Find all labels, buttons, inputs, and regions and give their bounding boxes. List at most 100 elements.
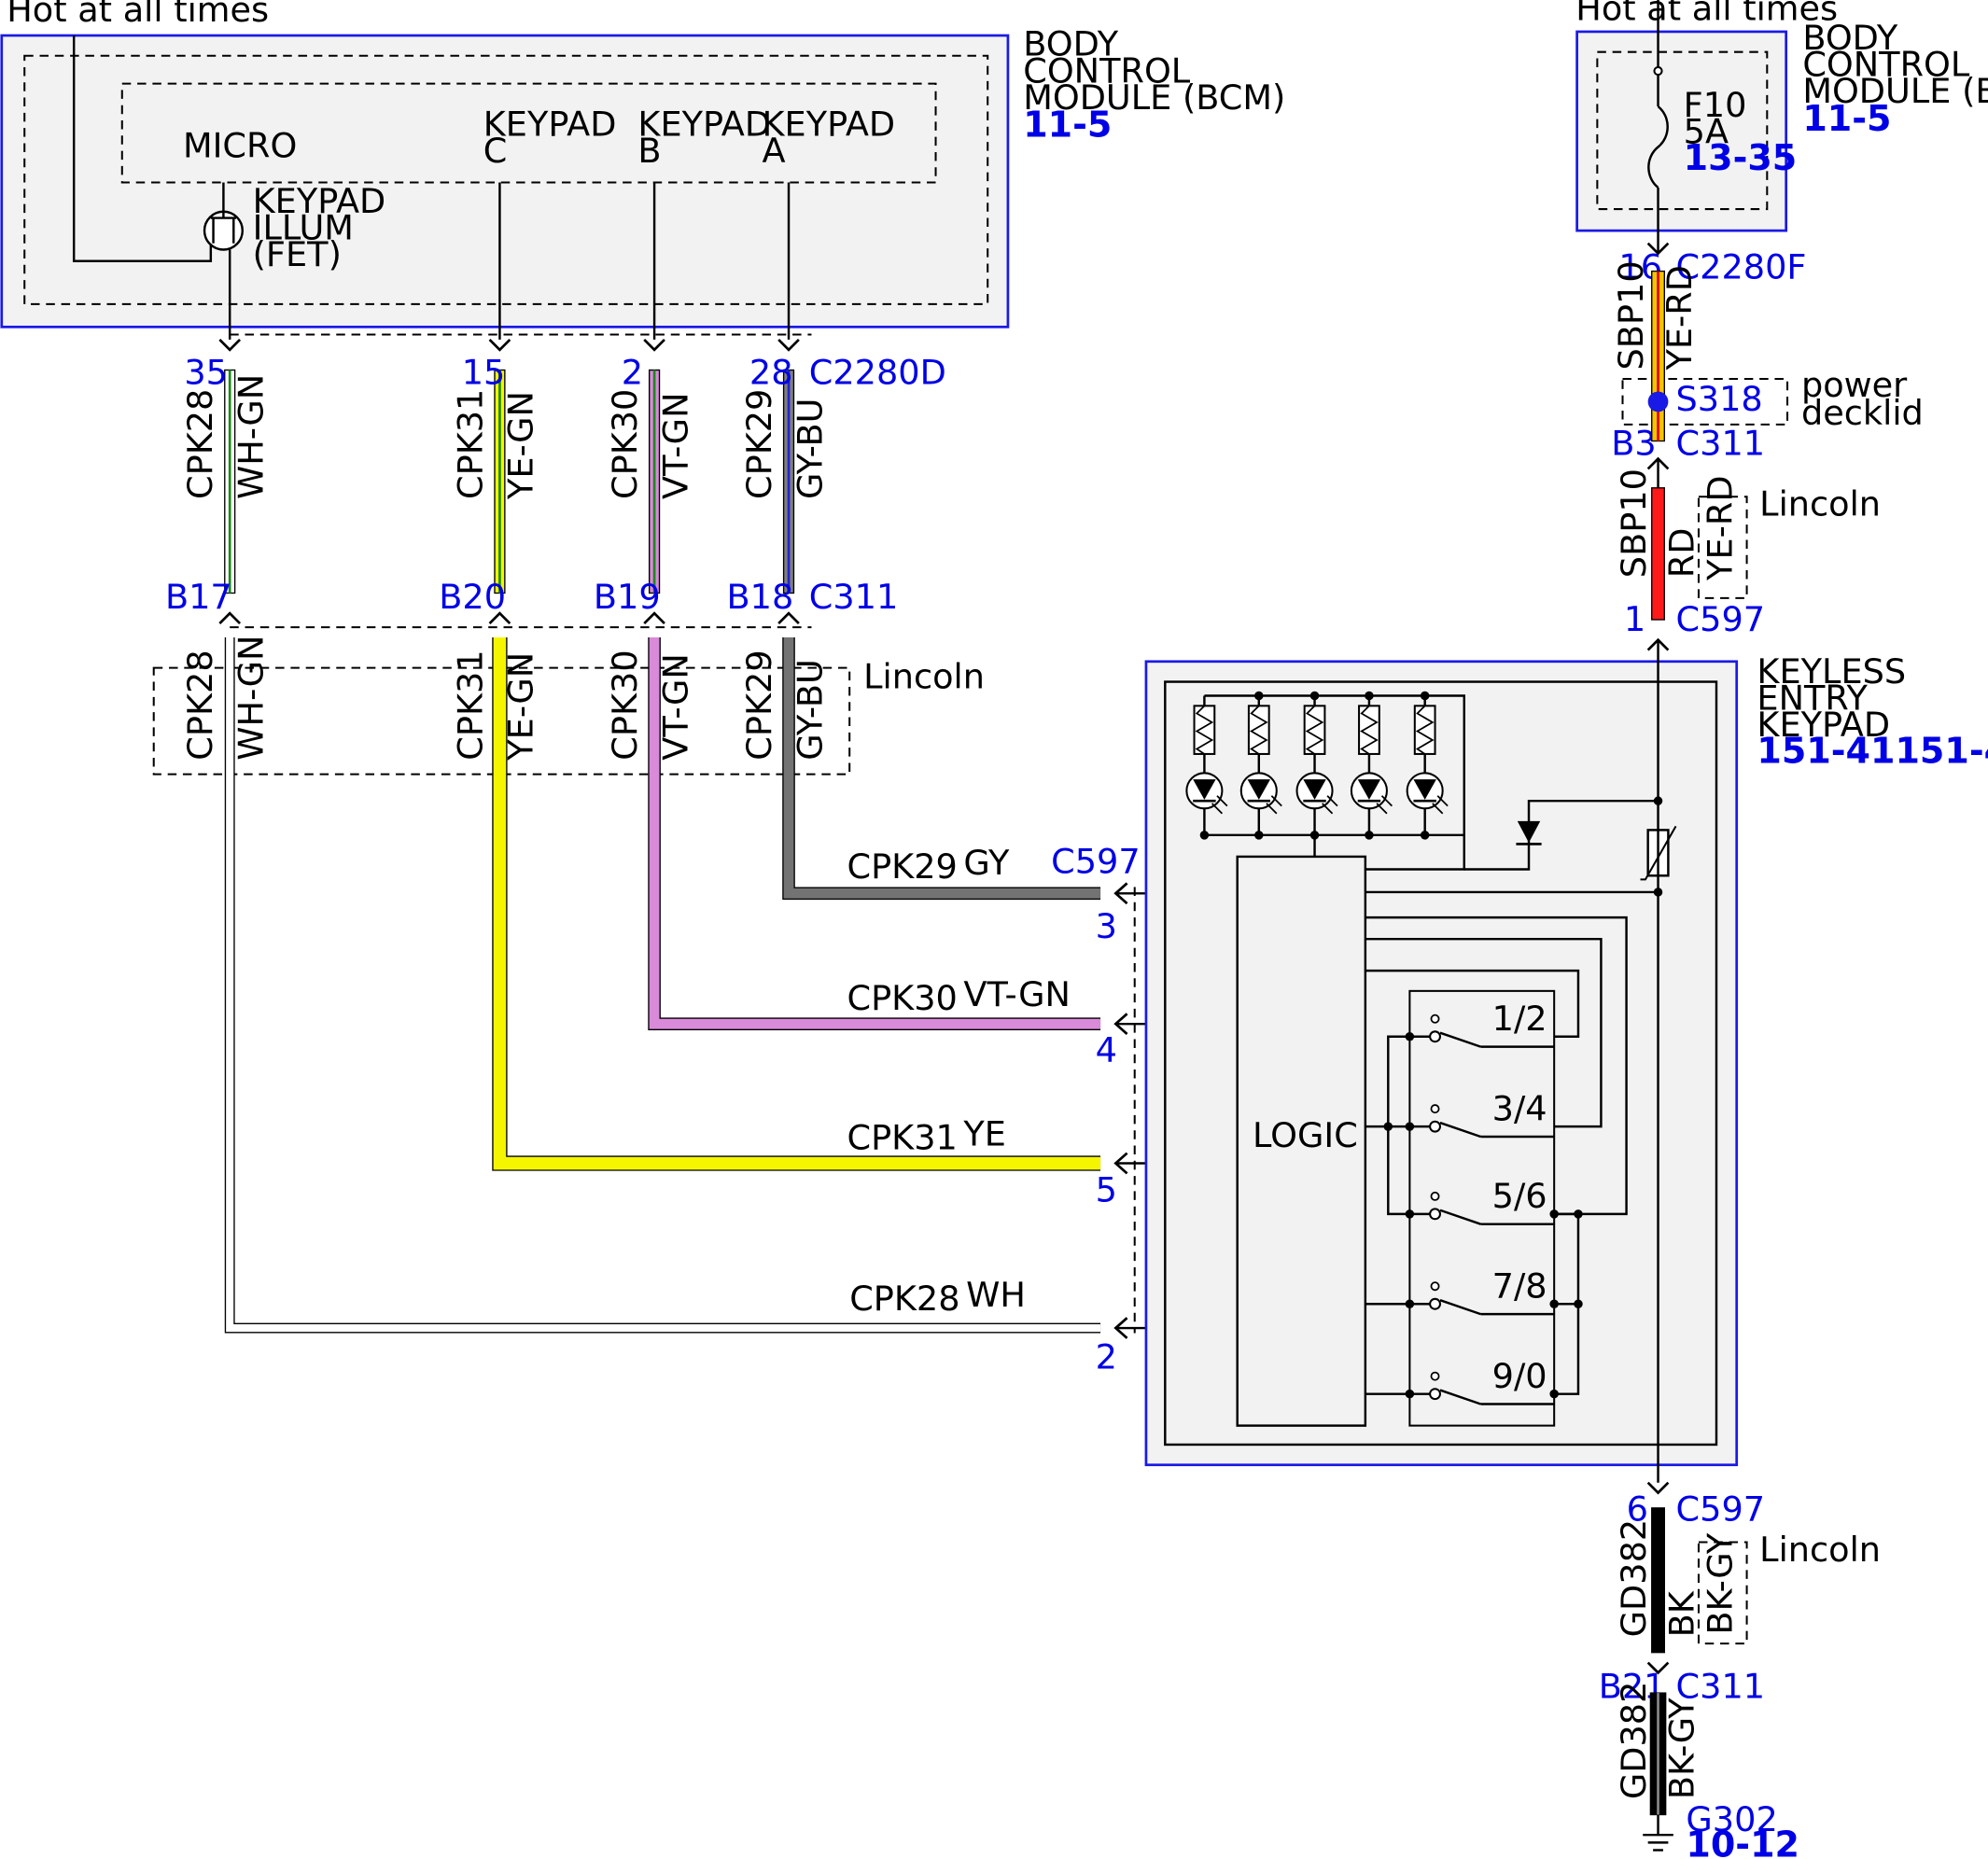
gd382-circuit-label: GD382 <box>1614 1519 1654 1638</box>
switch-contact <box>1430 1013 1440 1024</box>
keypad-name-2: ENTRY <box>1757 678 1868 718</box>
color-code-label: VT-GN <box>655 393 695 500</box>
lincoln-bk-gy-label: BK-GY <box>1700 1532 1740 1634</box>
switch-label: 7/8 <box>1492 1265 1547 1306</box>
bk-gy-color-label: BK-GY <box>1662 1698 1702 1799</box>
junction-dot <box>1549 1209 1559 1219</box>
c2280d-label: C2280D <box>809 352 946 392</box>
matrix-line <box>1365 969 1580 1038</box>
led-triangle <box>1357 779 1381 800</box>
led-triangle <box>1247 779 1271 800</box>
right-bcm-name-1: BODY <box>1802 18 1898 58</box>
left-power-label: Hot at all times <box>7 0 269 30</box>
switch-contact <box>1430 1191 1440 1201</box>
led-triangle <box>1193 779 1216 800</box>
lincoln-color-label: YE-GN <box>501 652 541 762</box>
keypad-c-line1: KEYPAD <box>483 104 617 144</box>
keypad-wire <box>226 637 1101 1333</box>
g302-page-ref[interactable]: 10-12 <box>1686 1824 1799 1859</box>
junction-dot <box>1254 831 1264 840</box>
keypad-wire-circuit: CPK31 <box>847 1118 957 1158</box>
resistor-zigzag <box>1415 705 1435 755</box>
keypad-b-line1: KEYPAD <box>637 104 771 144</box>
switch-contact <box>1430 1281 1440 1292</box>
keypad-name-3: KEYPAD <box>1757 705 1890 745</box>
connector-arrow-icon <box>777 611 800 625</box>
left-bcm-page-ref[interactable]: 11-5 <box>1023 105 1112 146</box>
left-bcm-name-2: CONTROL <box>1023 50 1191 91</box>
lincoln-circuit-label: CPK28 <box>180 650 220 760</box>
led-ray <box>1266 803 1278 815</box>
switch-arm-icon <box>1439 1389 1481 1405</box>
switch-contact <box>1429 1297 1441 1310</box>
led-ray <box>1432 803 1444 815</box>
fuse-box-outline <box>1596 50 1769 211</box>
keypad-page-ref[interactable]: 151-41151-42 <box>1757 730 1988 771</box>
right-bcm: Hot at all times BODY CONTROL MODULE (BC… <box>1575 0 1988 254</box>
left-bcm-box <box>0 34 1010 328</box>
decklid-note-1: power <box>1801 365 1908 405</box>
connector-arrow-icon <box>218 338 242 352</box>
c2280f-label: C2280F <box>1676 247 1807 287</box>
junction-dot <box>1309 831 1320 840</box>
connector-arrow-icon <box>1646 1661 1670 1675</box>
switch-contact <box>1429 1120 1441 1133</box>
c311-label: C311 <box>809 577 899 617</box>
connector-arrow-icon <box>643 338 665 352</box>
connector-arrow-icon <box>643 611 665 625</box>
ground-symbol-icon <box>1643 1833 1673 1852</box>
fuse-rating: 5A <box>1684 111 1729 151</box>
c311-ground-label: C311 <box>1676 1667 1766 1707</box>
keypad-wire-color: GY <box>963 843 1010 883</box>
micro-label: MICRO <box>183 125 297 165</box>
splice-s318-dot <box>1647 391 1669 412</box>
lincoln-color-label: GY-BU <box>790 659 830 761</box>
connector-arrow-icon <box>218 611 242 625</box>
circuit-label: CPK28 <box>180 389 220 499</box>
pin6-label: 6 <box>1627 1489 1648 1529</box>
bk-color-label: BK <box>1662 1590 1702 1637</box>
junction-dot <box>1574 1299 1583 1309</box>
splice-s318-label: S318 <box>1676 379 1763 419</box>
resistor-zigzag <box>1249 705 1268 755</box>
right-bcm-name-2: CONTROL <box>1802 44 1970 84</box>
junction-dot <box>1549 1389 1559 1399</box>
switch-label: 1/2 <box>1492 999 1547 1039</box>
right-bcm-page-ref[interactable]: 11-5 <box>1802 98 1891 139</box>
connector-arrow-icon <box>1646 242 1670 256</box>
switch-matrix-box <box>1408 989 1556 1427</box>
lincoln-circuit-label: CPK29 <box>739 650 779 760</box>
keypad-wire-circuit: CPK28 <box>849 1279 959 1319</box>
resistor-zigzag <box>1360 705 1379 755</box>
right-bcm-box <box>1575 30 1788 232</box>
pin-b3-label: B3 <box>1611 423 1656 463</box>
lincoln-color-label: VT-GN <box>655 653 695 761</box>
led-ray <box>1322 803 1334 815</box>
c597-right-top-label: C597 <box>1676 599 1766 639</box>
lincoln-ye-rd-label: YE-RD <box>1700 475 1740 580</box>
lincoln-circuit-label: CPK31 <box>450 650 490 760</box>
fet-line3: (FET) <box>253 234 342 274</box>
keypad-a-line2: A <box>763 131 786 171</box>
rd-wire <box>1651 487 1665 621</box>
lincoln-variant-box <box>152 666 851 776</box>
color-code-label: YE-GN <box>501 391 541 500</box>
switch-arm-icon <box>1439 1209 1481 1225</box>
led-network <box>1185 691 1465 871</box>
fuse-page-ref[interactable]: 13-35 <box>1684 137 1798 178</box>
keypad-wire <box>783 637 1101 899</box>
junction-dot <box>1365 691 1374 701</box>
junction-dot <box>1254 691 1264 701</box>
keypad-wire-circuit: CPK29 <box>847 846 957 887</box>
junction-dot <box>1365 831 1374 840</box>
c597-label: C597 <box>1051 842 1141 882</box>
led-ray <box>1211 803 1224 815</box>
junction-dot <box>1199 831 1210 840</box>
switch-arm-icon <box>1439 1121 1481 1139</box>
connector-arrow-icon <box>777 338 800 352</box>
pin-label: 2 <box>622 352 643 392</box>
color-code-label: WH-GN <box>231 374 272 499</box>
led-triangle <box>1413 779 1436 800</box>
